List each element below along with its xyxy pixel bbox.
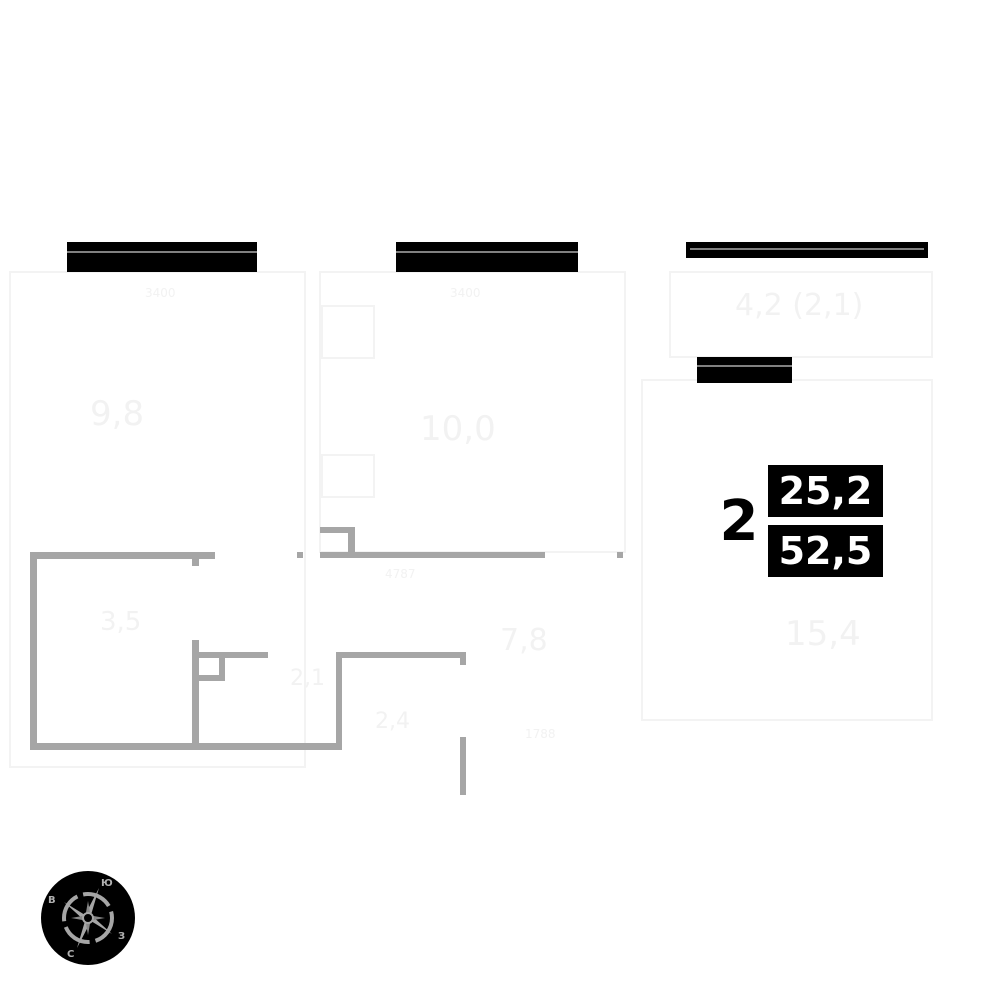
rooms-count: 2 — [719, 488, 759, 554]
compass-rose: Ю В З С — [41, 871, 135, 965]
dimension-label: 4787 — [385, 567, 416, 581]
room-area-label: 3,5 — [100, 607, 141, 637]
window — [697, 357, 792, 383]
room-area-label: 9,8 — [90, 394, 144, 434]
compass-east-label: В — [48, 895, 56, 906]
living-area-badge: 25,2 — [768, 465, 883, 517]
room-area-label: 2,4 — [375, 709, 410, 734]
compass-star-icon — [62, 888, 114, 948]
compass-west-label: З — [118, 931, 126, 942]
dimension-label: 3400 — [450, 286, 481, 300]
room-area-label: 10,0 — [420, 409, 496, 449]
room-area-label: 4,2 (2,1) — [735, 288, 863, 323]
window — [396, 242, 578, 272]
compass-north-label: С — [67, 949, 75, 960]
walls — [30, 527, 623, 795]
room-area-label: 2,1 — [290, 666, 325, 691]
window — [686, 242, 928, 258]
room-area-label: 7,8 — [500, 623, 548, 658]
window — [67, 242, 257, 272]
compass-south-label: Ю — [101, 878, 113, 889]
room-area-labels: 9,8 10,0 3,5 2,1 2,4 7,8 15,4 4,2 (2,1) … — [90, 286, 863, 741]
room-area-label: 15,4 — [785, 614, 861, 654]
total-area-badge: 52,5 — [768, 525, 883, 577]
dimension-label: 3400 — [145, 286, 176, 300]
windows — [67, 242, 928, 383]
dimension-label: 1788 — [525, 727, 556, 741]
